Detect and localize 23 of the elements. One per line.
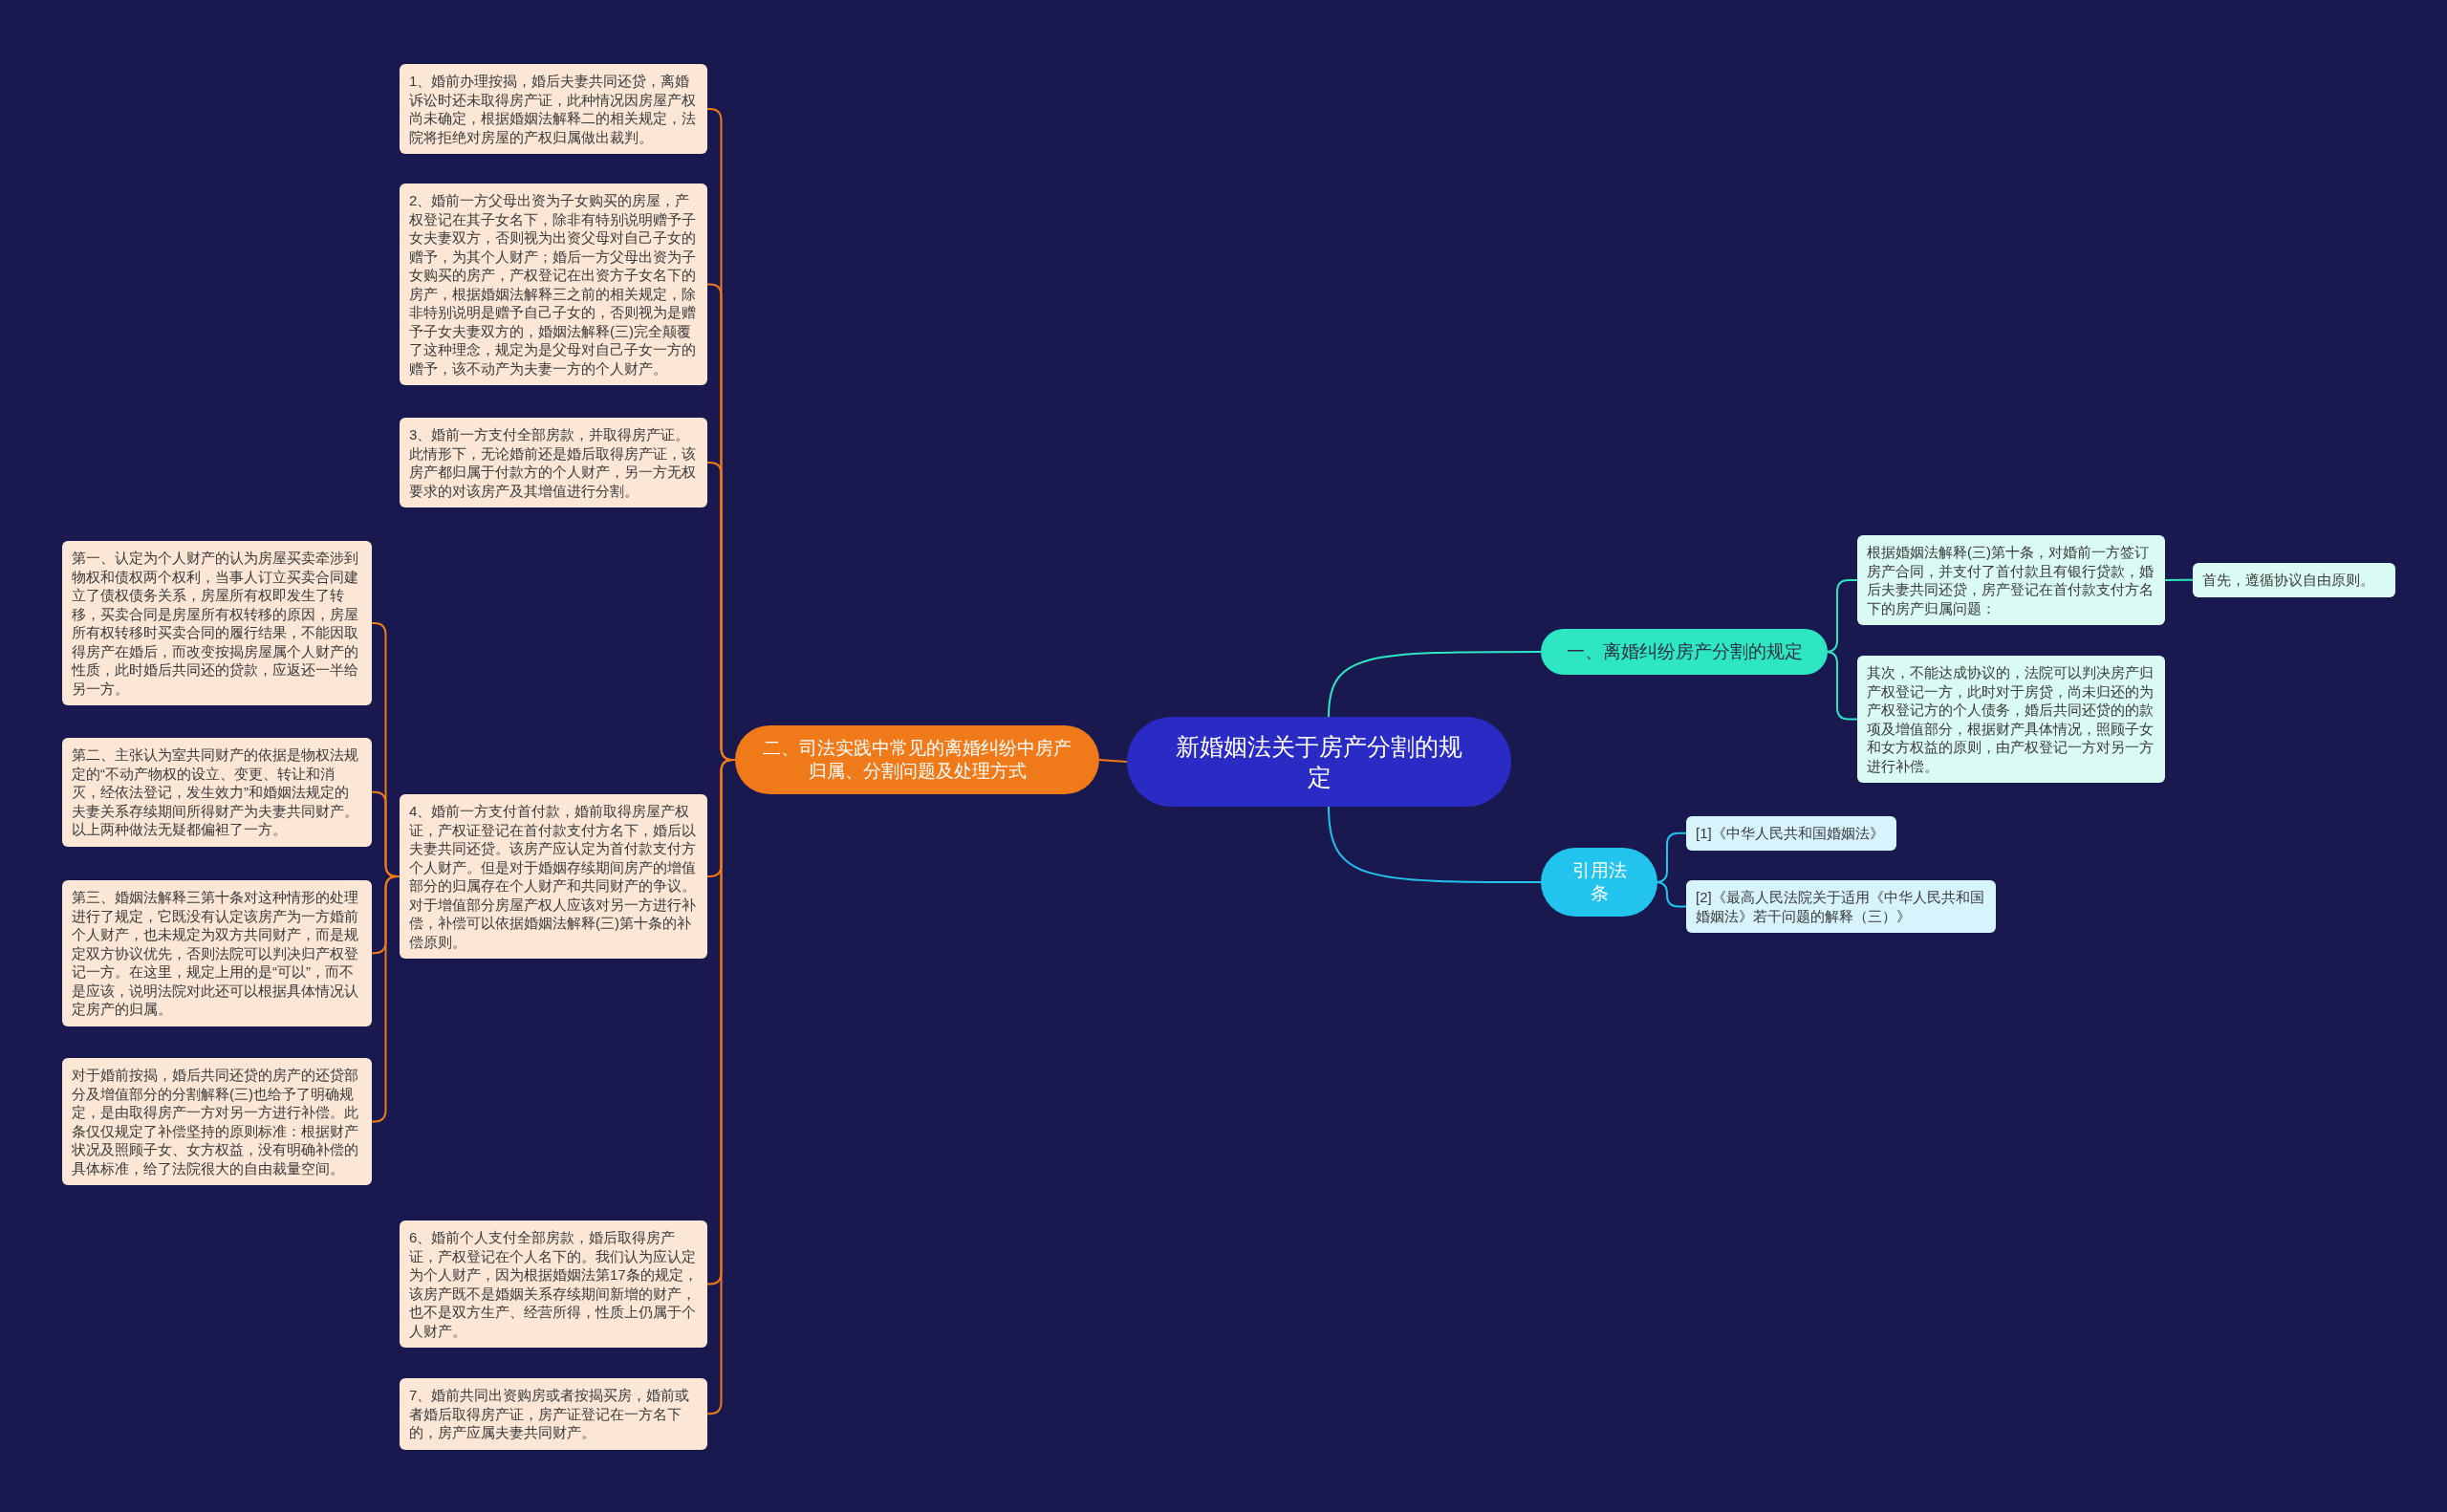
note-card: 7、婚前共同出资购房或者按揭买房，婚前或者婚后取得房产证，房产证登记在一方名下的，房产应属夫妻共同财产。 (400, 1378, 707, 1450)
central-topic: 新婚姻法关于房产分割的规定 (1127, 717, 1511, 807)
note-card: 对于婚前按揭，婚后共同还贷的房产的还贷部分及增值部分的分割解释(三)也给予了明确规定，是由取得房产一方对另一方进行补偿。此条仅仅规定了补偿坚持的原则标准：根据财产状况及照顾子女、女方权益，没有明确补偿的具体标准，给了法院很大的自由裁量空间。 (62, 1058, 372, 1185)
note-card: [1]《中华人民共和国婚姻法》 (1686, 816, 1896, 851)
branch-topic: 引用法条 (1541, 848, 1657, 917)
note-card: 第一、认定为个人财产的认为房屋买卖牵涉到物权和债权两个权利，当事人订立买卖合同建立了债权债务关系，房屋所有权即发生了转移，买卖合同是房屋所有权转移的原因，房屋所有权转移时买卖合同的履行结果，不能因取得房产在婚后，而改变按揭房屋属个人财产的性质，此时婚后共同还的贷款，应返还一半给另一方。 (62, 541, 372, 705)
note-card: 根据婚姻法解释(三)第十条，对婚前一方签订房产合同，并支付了首付款且有银行贷款，婚后夫妻共同还贷，房产登记在首付款支付方名下的房产归属问题： (1857, 535, 2165, 625)
note-card: [2]《最高人民法院关于适用《中华人民共和国婚姻法》若干问题的解释（三）》 (1686, 880, 1996, 933)
note-card: 首先，遵循协议自由原则。 (2193, 563, 2395, 597)
note-card: 其次，不能达成协议的，法院可以判决房产归产权登记一方，此时对于房贷，尚未归还的为产权登记方的个人债务，婚后共同还贷的的款项及增值部分，根据财产具体情况，照顾子女和女方权益的原则，由产权登记一方对另一方进行补偿。 (1857, 656, 2165, 783)
connector-line (2164, 578, 2194, 581)
branch-topic: 二、司法实践中常见的离婚纠纷中房产归属、分割问题及处理方式 (735, 725, 1099, 794)
note-card: 第三、婚姻法解释三第十条对这种情形的处理进行了规定，它既没有认定该房产为一方婚前个人财产，也未规定为双方共同财产，而是规定双方协议优先，否则法院可以判决归产权登记一方。在这里，规定上用的是“可以”，而不是应该，说明法院对此还可以根据具体情况认定房产的归属。 (62, 880, 372, 1026)
note-card: 第二、主张认为室共同财产的依据是物权法规定的“不动产物权的设立、变更、转让和消灭，经依法登记，发生效力”和婚姻法规定的夫妻关系存续期间所得财产为夫妻共同财产。以上两种做法无疑都偏袒了一方。 (62, 738, 372, 847)
note-card: 3、婚前一方支付全部房款，并取得房产证。此情形下，无论婚前还是婚后取得房产证，该房产都归属于付款方的个人财产，另一方无权要求的对该房产及其增值进行分割。 (400, 418, 707, 508)
note-card: 4、婚前一方支付首付款，婚前取得房屋产权证，产权证登记在首付款支付方名下，婚后以夫妻共同还贷。该房产应认定为首付款支付方个人财产。但是对于婚姻存续期间房产的增值部分的归属存在个人财产和共同财产的争议。对于增值部分房屋产权人应该对另一方进行补偿，补偿可以依据婚姻法解释(三)第十条的补偿原则。 (400, 794, 707, 959)
note-card: 1、婚前办理按揭，婚后夫妻共同还贷，离婚诉讼时还未取得房产证，此种情况因房屋产权尚未确定，根据婚姻法解释二的相关规定，法院将拒绝对房屋的产权归属做出裁判。 (400, 64, 707, 154)
note-card: 6、婚前个人支付全部房款，婚后取得房产证，产权登记在个人名下的。我们认为应认定为个人财产，因为根据婚姻法第17条的规定，该房产既不是婚姻关系存续期间新增的财产，也不是双方生产、经营所得，性质上仍属于个人财产。 (400, 1220, 707, 1348)
connector-line (1098, 759, 1128, 763)
connector-line (1328, 651, 1542, 718)
branch-topic: 一、离婚纠纷房产分割的规定 (1541, 629, 1828, 675)
connector-line (1328, 806, 1542, 883)
note-card: 2、婚前一方父母出资为子女购买的房屋，产权登记在其子女名下，除非有特别说明赠予子女夫妻双方，否则视为出资父母对自己子女的赠予，为其个人财产；婚后一方父母出资为子女购买的房产，产权登记在出资方子女名下的房产，根据婚姻法解释三之前的相关规定，除非特别说明是赠予自己子女的，否则视为是赠予子女夫妻双方的，婚姻法解释(三)完全颠覆了这种理念，规定为是父母对自己子女一方的赠予，该不动产为夫妻一方的个人财产。 (400, 184, 707, 385)
